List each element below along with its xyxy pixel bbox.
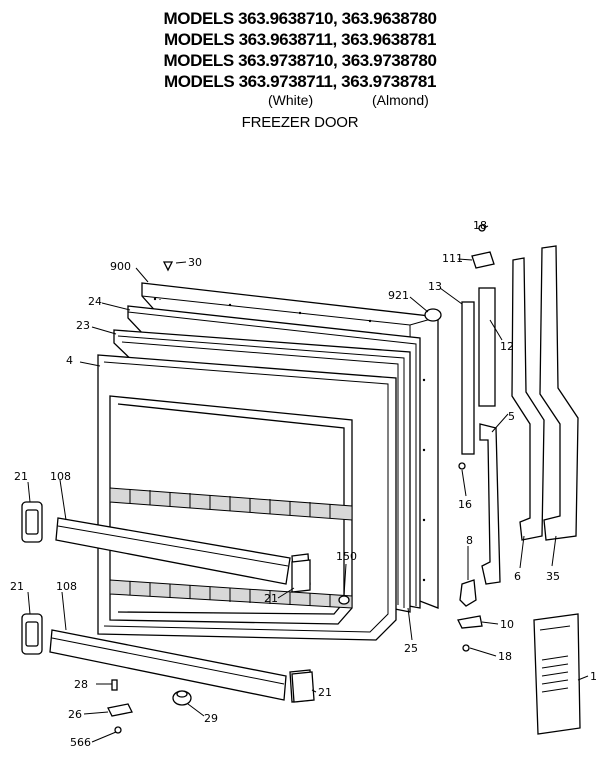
door-liner — [97, 354, 397, 641]
hinge-strip-13 — [461, 301, 475, 455]
callout-35: 35 — [546, 570, 560, 583]
callout-111: 111 — [442, 252, 463, 265]
diagram-header: MODELS 363.9638710, 363.9638780 MODELS 3… — [150, 8, 450, 131]
hinge-cap-111 — [471, 251, 495, 269]
callout-8: 8 — [466, 534, 473, 547]
callout-26: 26 — [68, 708, 82, 721]
callout-108: 108 — [50, 470, 71, 483]
model-line-2: MODELS 363.9638711, 363.9638781 — [163, 30, 437, 49]
callout-18: 18 — [473, 219, 487, 232]
instruction-booklet — [533, 613, 581, 735]
diagram-title: FREEZER DOOR — [241, 114, 359, 131]
callout-12: 12 — [500, 340, 514, 353]
callout-566: 566 — [70, 736, 91, 749]
callout-29: 29 — [204, 712, 218, 725]
callout-10: 10 — [500, 618, 514, 631]
callout-28: 28 — [74, 678, 88, 691]
callout-1: 1 — [590, 670, 597, 683]
leader-lines — [27, 225, 589, 743]
callout-25: 25 — [404, 642, 418, 655]
callout-21: 21 — [318, 686, 332, 699]
callout-30: 30 — [188, 256, 202, 269]
callout-16: 16 — [458, 498, 472, 511]
hinge-bracket-5 — [479, 423, 501, 585]
screw-30 — [162, 261, 174, 272]
callout-921: 921 — [388, 289, 409, 302]
callout-labels: 18 111 900 30 921 13 24 12 23 4 5 21 108… — [10, 219, 597, 749]
model-line-3: MODELS 363.9738710, 363.9738780 — [163, 51, 437, 70]
callout-24: 24 — [88, 295, 102, 308]
hinge-pin-26 — [107, 703, 133, 717]
color-white-label: (White) — [268, 92, 314, 108]
callout-108: 108 — [56, 580, 77, 593]
bracket-10 — [457, 615, 483, 629]
callout-21: 21 — [10, 580, 24, 593]
callout-18: 18 — [498, 650, 512, 663]
end-cap-21-bottom — [291, 671, 315, 703]
end-cap-lower-left — [21, 613, 43, 655]
callout-5: 5 — [508, 410, 515, 423]
callout-4: 4 — [66, 354, 73, 367]
hinge-strip-12 — [478, 287, 496, 407]
door-handle-strap-35 — [539, 245, 579, 541]
callout-21: 21 — [264, 592, 278, 605]
screw-16 — [458, 462, 466, 470]
bushing-29 — [172, 690, 192, 706]
callout-21: 21 — [14, 470, 28, 483]
callout-900: 900 — [110, 260, 131, 273]
end-cap-upper-left — [21, 501, 43, 543]
color-almond-label: (Almond) — [372, 92, 429, 108]
end-cap-21-mid — [291, 559, 311, 593]
callout-23: 23 — [76, 319, 90, 332]
model-line-1: MODELS 363.9638710, 363.9638780 — [163, 9, 437, 28]
cap-921 — [424, 308, 442, 322]
washer-566 — [114, 726, 122, 734]
callout-13: 13 — [428, 280, 442, 293]
model-line-4: MODELS 363.9738711, 363.9738781 — [163, 72, 437, 91]
door-handle-strap-6 — [511, 257, 545, 541]
screw-18-bottom — [462, 644, 470, 652]
screw-28 — [111, 679, 118, 691]
cap-150 — [338, 595, 350, 605]
callout-6: 6 — [514, 570, 521, 583]
callout-150: 150 — [336, 550, 357, 563]
door-stop-8 — [459, 579, 477, 607]
